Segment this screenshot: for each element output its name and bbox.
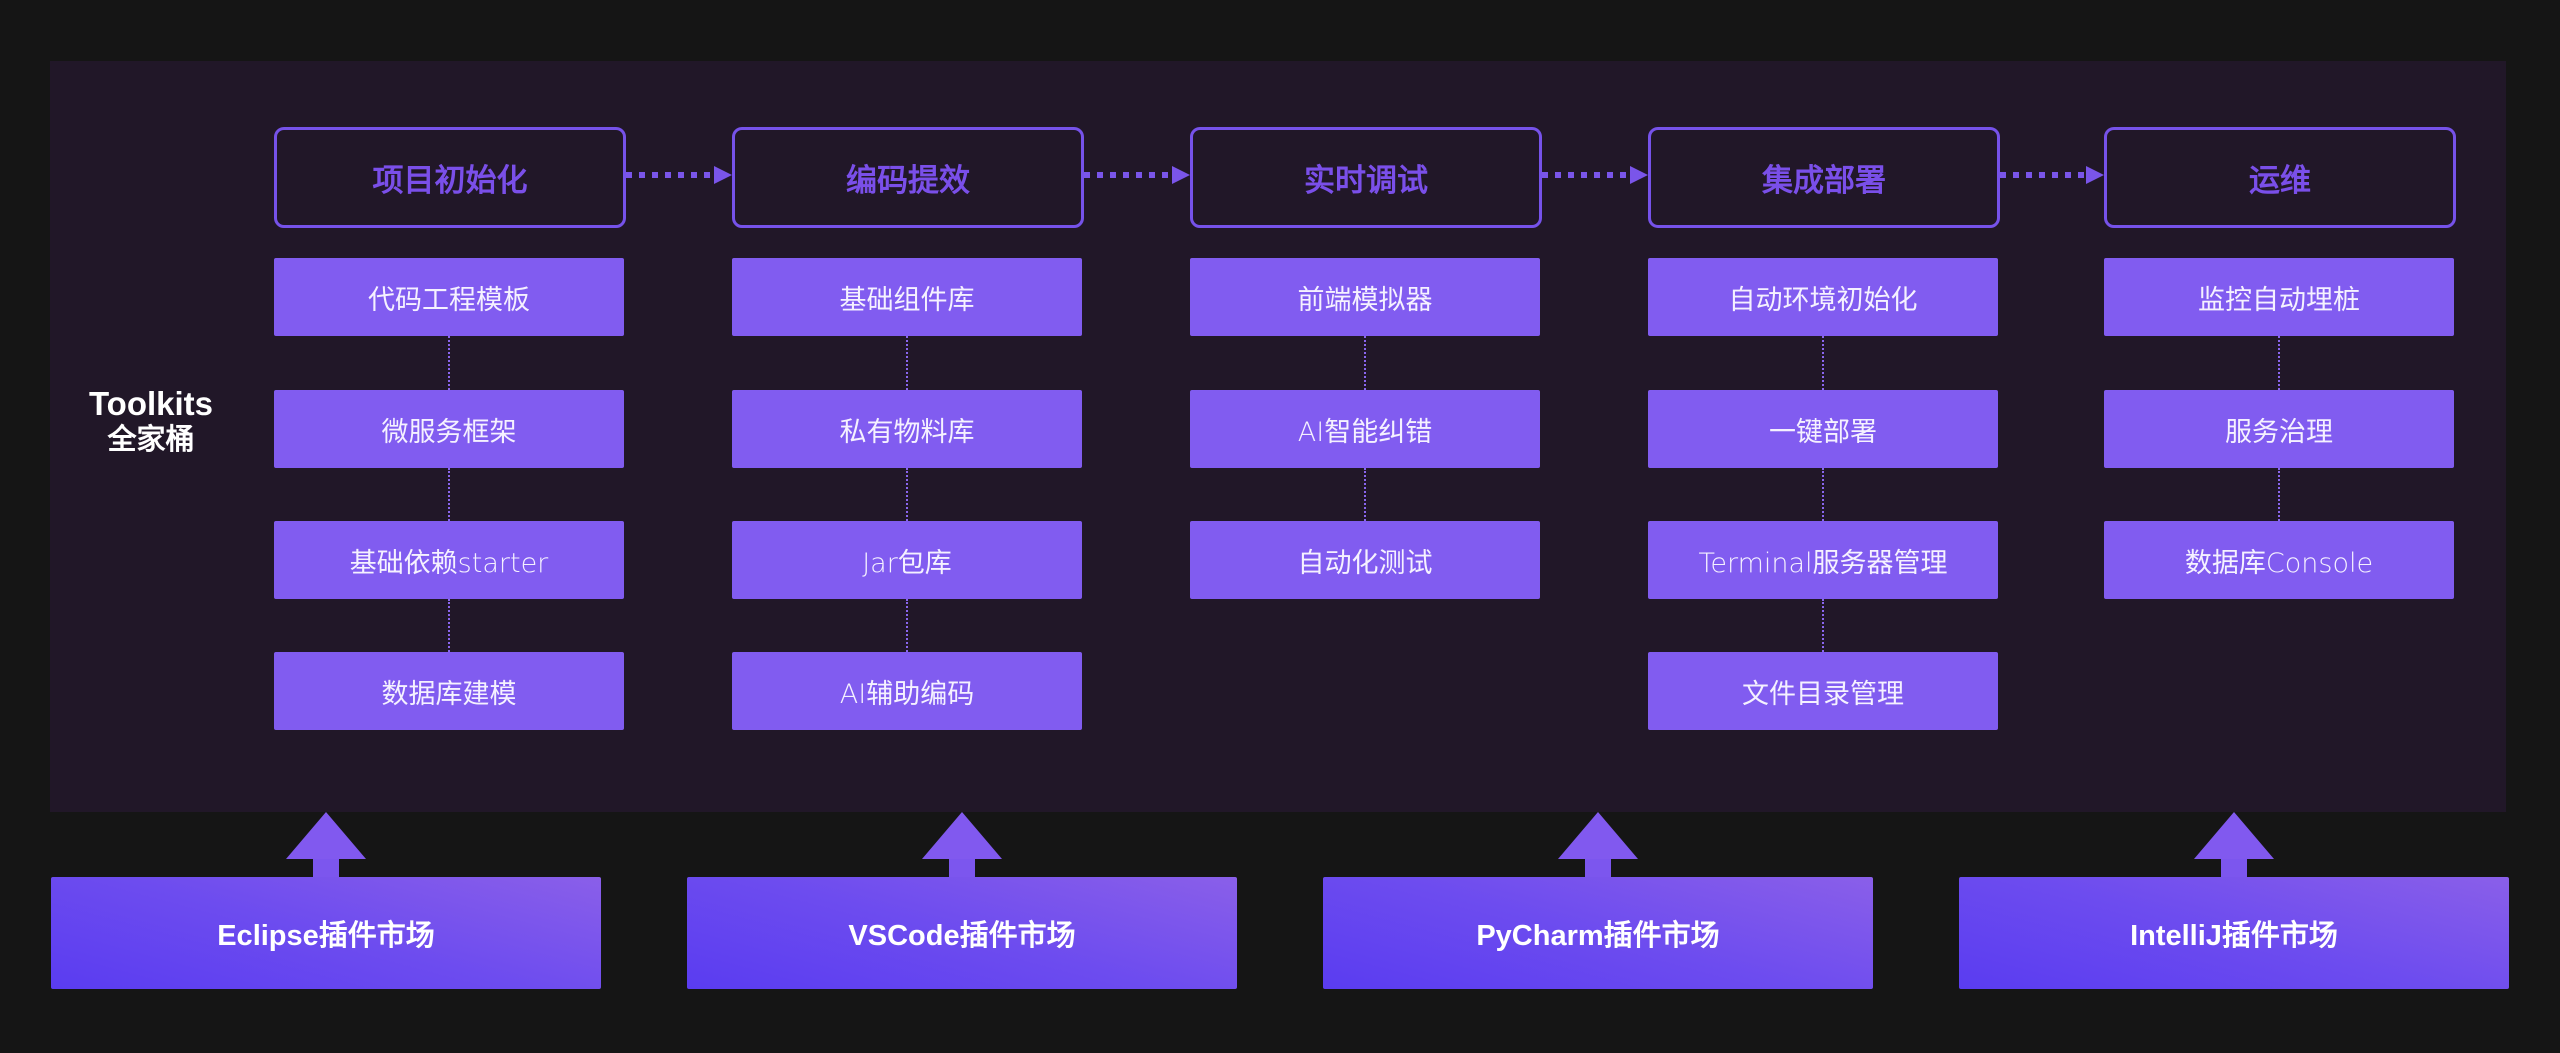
dotted-connector <box>448 468 450 521</box>
tool-item: 服务治理 <box>2104 390 2454 468</box>
up-arrow-stem <box>949 859 975 878</box>
arrow-dots <box>1542 172 1630 178</box>
dotted-connector <box>906 336 908 390</box>
up-arrow-head <box>286 812 366 859</box>
tool-item: 文件目录管理 <box>1648 652 1998 730</box>
arrow-dots <box>1084 172 1172 178</box>
title-line-1: Toolkits <box>88 385 214 422</box>
tool-item: Jar包库 <box>732 521 1082 599</box>
up-arrow-icon <box>286 812 366 878</box>
tool-item: AI智能纠错 <box>1190 390 1540 468</box>
arrow-dots <box>626 172 714 178</box>
arrow-head <box>2086 166 2104 184</box>
arrow-head <box>714 166 732 184</box>
up-arrow-icon <box>2194 812 2274 878</box>
up-arrow-icon <box>922 812 1002 878</box>
tool-item: 私有物料库 <box>732 390 1082 468</box>
tool-item: 数据库建模 <box>274 652 624 730</box>
dotted-connector <box>2278 468 2280 521</box>
up-arrow-stem <box>1585 859 1611 878</box>
dotted-right-arrow-icon <box>626 166 732 184</box>
title-line-2: 全家桶 <box>107 424 195 456</box>
tool-item: 自动环境初始化 <box>1648 258 1998 336</box>
up-arrow-head <box>922 812 1002 859</box>
dotted-connector <box>448 336 450 390</box>
up-arrow-stem <box>2221 859 2247 878</box>
stage-header: 集成部署 <box>1648 127 2000 228</box>
tool-item: 基础组件库 <box>732 258 1082 336</box>
up-arrow-stem <box>313 859 339 878</box>
tool-item: 一键部署 <box>1648 390 1998 468</box>
plugin-market-box: PyCharm插件市场 <box>1323 877 1873 989</box>
up-arrow-head <box>1558 812 1638 859</box>
arrow-dots <box>2000 172 2086 178</box>
stage-header: 运维 <box>2104 127 2456 228</box>
arrow-head <box>1630 166 1648 184</box>
tool-item: AI辅助编码 <box>732 652 1082 730</box>
stage-header: 项目初始化 <box>274 127 626 228</box>
dotted-connector <box>906 468 908 521</box>
dotted-connector <box>1364 336 1366 390</box>
dotted-connector <box>1822 336 1824 390</box>
tool-item: 基础依赖starter <box>274 521 624 599</box>
plugin-market-box: Eclipse插件市场 <box>51 877 601 989</box>
plugin-market-box: VSCode插件市场 <box>687 877 1237 989</box>
dotted-connector <box>2278 336 2280 390</box>
stage-header: 实时调试 <box>1190 127 1542 228</box>
tool-item: Terminal服务器管理 <box>1648 521 1998 599</box>
tool-item: 自动化测试 <box>1190 521 1540 599</box>
arrow-head <box>1172 166 1190 184</box>
stage-header: 编码提效 <box>732 127 1084 228</box>
dotted-connector <box>906 599 908 652</box>
tool-item: 微服务框架 <box>274 390 624 468</box>
tool-item: 数据库Console <box>2104 521 2454 599</box>
toolkits-title: Toolkits 全家桶 <box>70 385 232 457</box>
dotted-right-arrow-icon <box>1084 166 1190 184</box>
dotted-connector <box>448 599 450 652</box>
dotted-connector <box>1364 468 1366 521</box>
dotted-right-arrow-icon <box>1542 166 1648 184</box>
dotted-right-arrow-icon <box>2000 166 2104 184</box>
tool-item: 代码工程模板 <box>274 258 624 336</box>
tool-item: 监控自动埋桩 <box>2104 258 2454 336</box>
up-arrow-head <box>2194 812 2274 859</box>
dotted-connector <box>1822 468 1824 521</box>
plugin-market-box: IntelliJ插件市场 <box>1959 877 2509 989</box>
up-arrow-icon <box>1558 812 1638 878</box>
dotted-connector <box>1822 599 1824 652</box>
tool-item: 前端模拟器 <box>1190 258 1540 336</box>
